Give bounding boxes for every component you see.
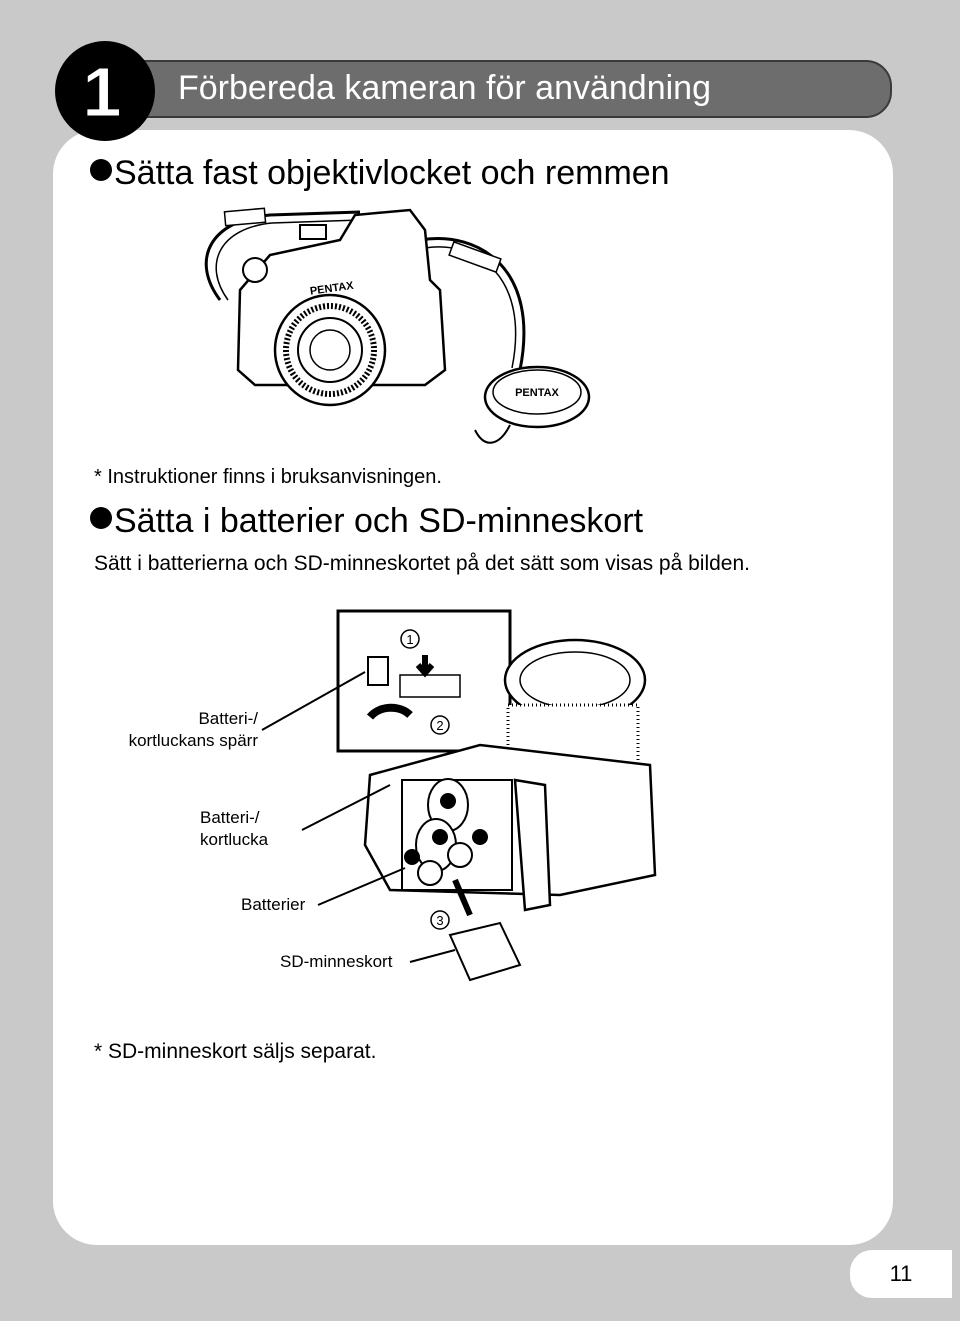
section-title-strap-text: Sätta fast objektivlocket och remmen: [114, 154, 670, 192]
callout-cover-line1: Batteri-/: [200, 808, 260, 827]
callout-cover-line2: kortlucka: [200, 830, 269, 849]
callout-latch-line2: kortluckans spärr: [128, 731, 258, 750]
callout-sd-card: SD-minneskort: [280, 952, 393, 971]
bullet-icon: [90, 159, 112, 181]
step-number-3: 3: [436, 913, 443, 928]
bullet-icon: [90, 507, 112, 529]
page-number: 11: [850, 1250, 952, 1298]
lens-cap-brand-label: PENTAX: [515, 387, 559, 399]
callout-latch-line1: Batteri-/: [198, 709, 258, 728]
chapter-header-bar: [120, 60, 892, 118]
chapter-number-badge: 1: [55, 41, 155, 141]
section2-description: Sätt i batterierna och SD-minneskortet p…: [94, 552, 750, 575]
step-number-2: 2: [436, 718, 443, 733]
step-number-1: 1: [406, 632, 413, 647]
camera-strap-illustration: PENTAX PENTAX: [204, 207, 591, 444]
section-title-batteries: Sätta i batterier och SD-minneskort: [90, 502, 643, 541]
callout-latch: Batteri-/ kortluckans spärr: [100, 708, 258, 752]
chapter-number: 1: [83, 53, 122, 131]
section1-note: * Instruktioner finns i bruksanvisningen…: [94, 466, 442, 488]
section-title-batteries-text: Sätta i batterier och SD-minneskort: [114, 502, 644, 540]
callout-cover: Batteri-/ kortlucka: [200, 807, 268, 851]
battery-insertion-illustration: 1 2 3: [336, 609, 657, 982]
chapter-title: Förbereda kameran för användning: [178, 69, 711, 107]
section-title-strap: Sätta fast objektivlocket och remmen: [90, 154, 670, 193]
callout-batteries: Batterier: [241, 895, 306, 914]
section2-note: * SD-minneskort säljs separat.: [94, 1040, 377, 1063]
